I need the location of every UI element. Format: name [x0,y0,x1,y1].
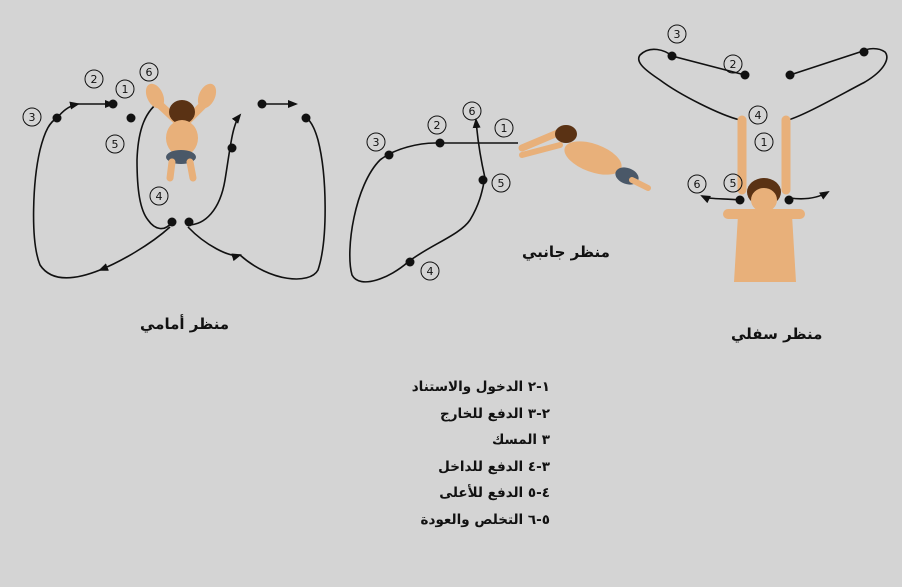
side-marker: 2 [427,115,447,135]
bottom-marker: 4 [748,105,768,125]
svg-text:1: 1 [761,136,768,149]
svg-text:2: 2 [434,119,441,132]
side-swimmer [518,125,651,191]
side-marker: 5 [491,173,511,193]
svg-text:3: 3 [29,111,36,124]
svg-text:5: 5 [112,138,119,151]
front-view: 3 2 1 6 5 4 [22,62,326,280]
side-marker: 1 [494,118,514,138]
legend-item: ٤-٥ الدفع للأعلى [439,485,550,501]
bottom-marker: 6 [687,174,707,194]
side-view: 3 2 6 1 5 4 [349,101,651,283]
front-marker: 1 [115,79,135,99]
svg-text:3: 3 [674,28,681,41]
side-marker: 3 [366,132,386,152]
svg-text:5: 5 [730,177,737,190]
front-swimmer [145,83,217,182]
front-marker: 6 [139,62,159,82]
side-marker: 6 [462,101,482,121]
front-dots [52,99,311,227]
front-marker: 5 [105,134,125,154]
bottom-swimmer [723,115,805,282]
svg-text:6: 6 [469,105,476,118]
legend-item: ٣ المسك [491,432,550,448]
side-path [349,118,518,283]
front-marker: 3 [22,107,42,127]
bottom-path [638,47,888,204]
front-marker: 2 [84,69,104,89]
svg-text:6: 6 [694,178,701,191]
legend-item: ٣-٤ الدفع للداخل [438,458,550,475]
front-marker: 4 [149,186,169,206]
legend-item: ١-٢ الدخول والاستناد [411,379,550,395]
svg-text:2: 2 [730,58,737,71]
legend-item: ٢-٣ الدفع للخارج [440,405,550,422]
svg-text:3: 3 [373,136,380,149]
svg-text:1: 1 [122,83,129,96]
svg-text:2: 2 [91,73,98,86]
front-right-path [187,100,326,280]
front-view-title: منظر أمامي [140,315,230,333]
phase-legend: ١-٢ الدخول والاستناد ٢-٣ الدفع للخارج ٣ … [360,374,550,533]
front-markers: 3 2 1 6 5 4 [22,62,169,206]
bottom-marker: 5 [723,173,743,193]
bottom-view-title: منظر سفلي [731,325,823,343]
bottom-marker: 1 [754,132,774,152]
bottom-dots [667,47,869,205]
front-left-path [32,99,173,279]
bottom-marker: 2 [723,54,743,74]
side-view-title: منظر جانبي [522,243,610,261]
svg-text:4: 4 [156,190,163,203]
svg-text:1: 1 [501,122,508,135]
bottom-view: 3 2 4 1 6 5 [638,24,888,282]
side-markers: 3 2 6 1 5 4 [366,101,514,281]
bottom-marker: 3 [667,24,687,44]
svg-text:6: 6 [146,66,153,79]
side-dots [384,138,488,267]
bottom-markers: 3 2 4 1 6 5 [667,24,774,194]
svg-text:4: 4 [755,109,762,122]
svg-text:5: 5 [498,177,505,190]
side-marker: 4 [420,261,440,281]
legend-item: ٥-٦ التخلص والعودة [420,511,550,528]
svg-text:4: 4 [427,265,434,278]
